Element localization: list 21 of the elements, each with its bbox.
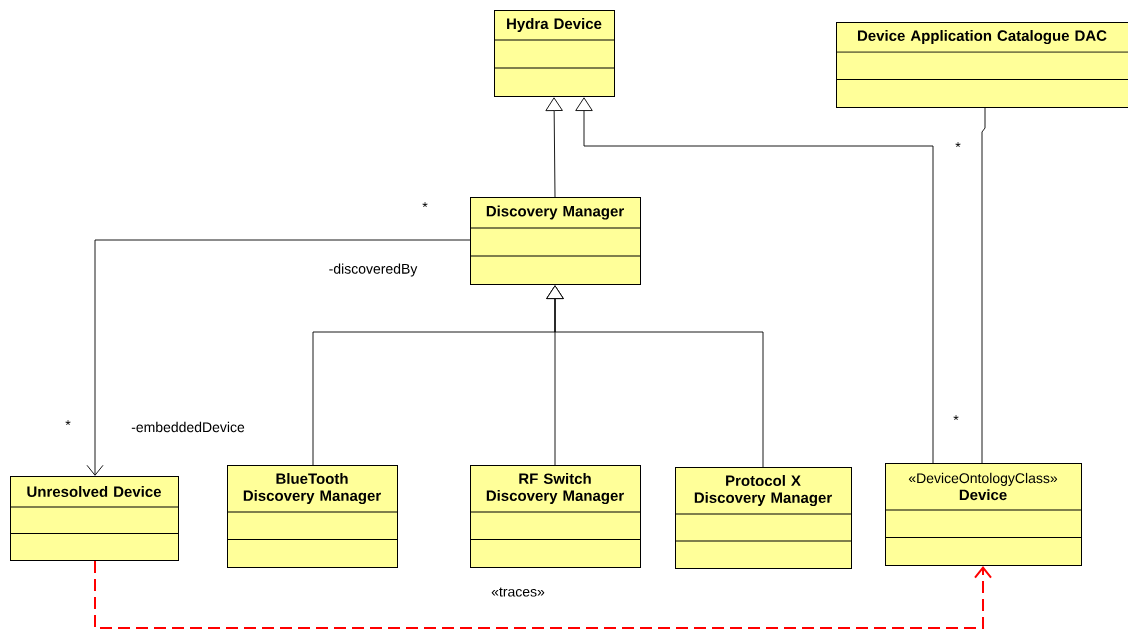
generalization-arrow — [545, 97, 563, 198]
class-box: Device Application Catalogue DAC — [835, 22, 1128, 108]
role-label: -discoveredBy — [329, 263, 418, 277]
class-box: BlueTooth Discovery Manager — [226, 465, 398, 568]
role-label: * — [422, 202, 428, 208]
dependency-arrow — [94, 560, 992, 629]
class-box: Discovery Manager — [469, 197, 641, 285]
generalization-arrow — [575, 97, 934, 464]
generalization-arrow — [546, 285, 764, 468]
role-label: -embeddedDevice — [131, 421, 245, 433]
class-box: Hydra Device — [493, 10, 615, 97]
association-arrow — [86, 239, 471, 476]
class-box: RF Switch Discovery Manager — [469, 465, 641, 568]
association-line — [981, 107, 986, 464]
edge-label: «traces» — [490, 586, 546, 598]
class-box: Unresolved Device — [9, 476, 179, 561]
role-label: * — [955, 142, 961, 148]
class-box: Protocol X Discovery Manager — [674, 467, 852, 569]
role-label: * — [65, 420, 71, 426]
role-label: * — [953, 415, 959, 421]
class-box: «DeviceOntologyClass» Device — [884, 463, 1082, 566]
